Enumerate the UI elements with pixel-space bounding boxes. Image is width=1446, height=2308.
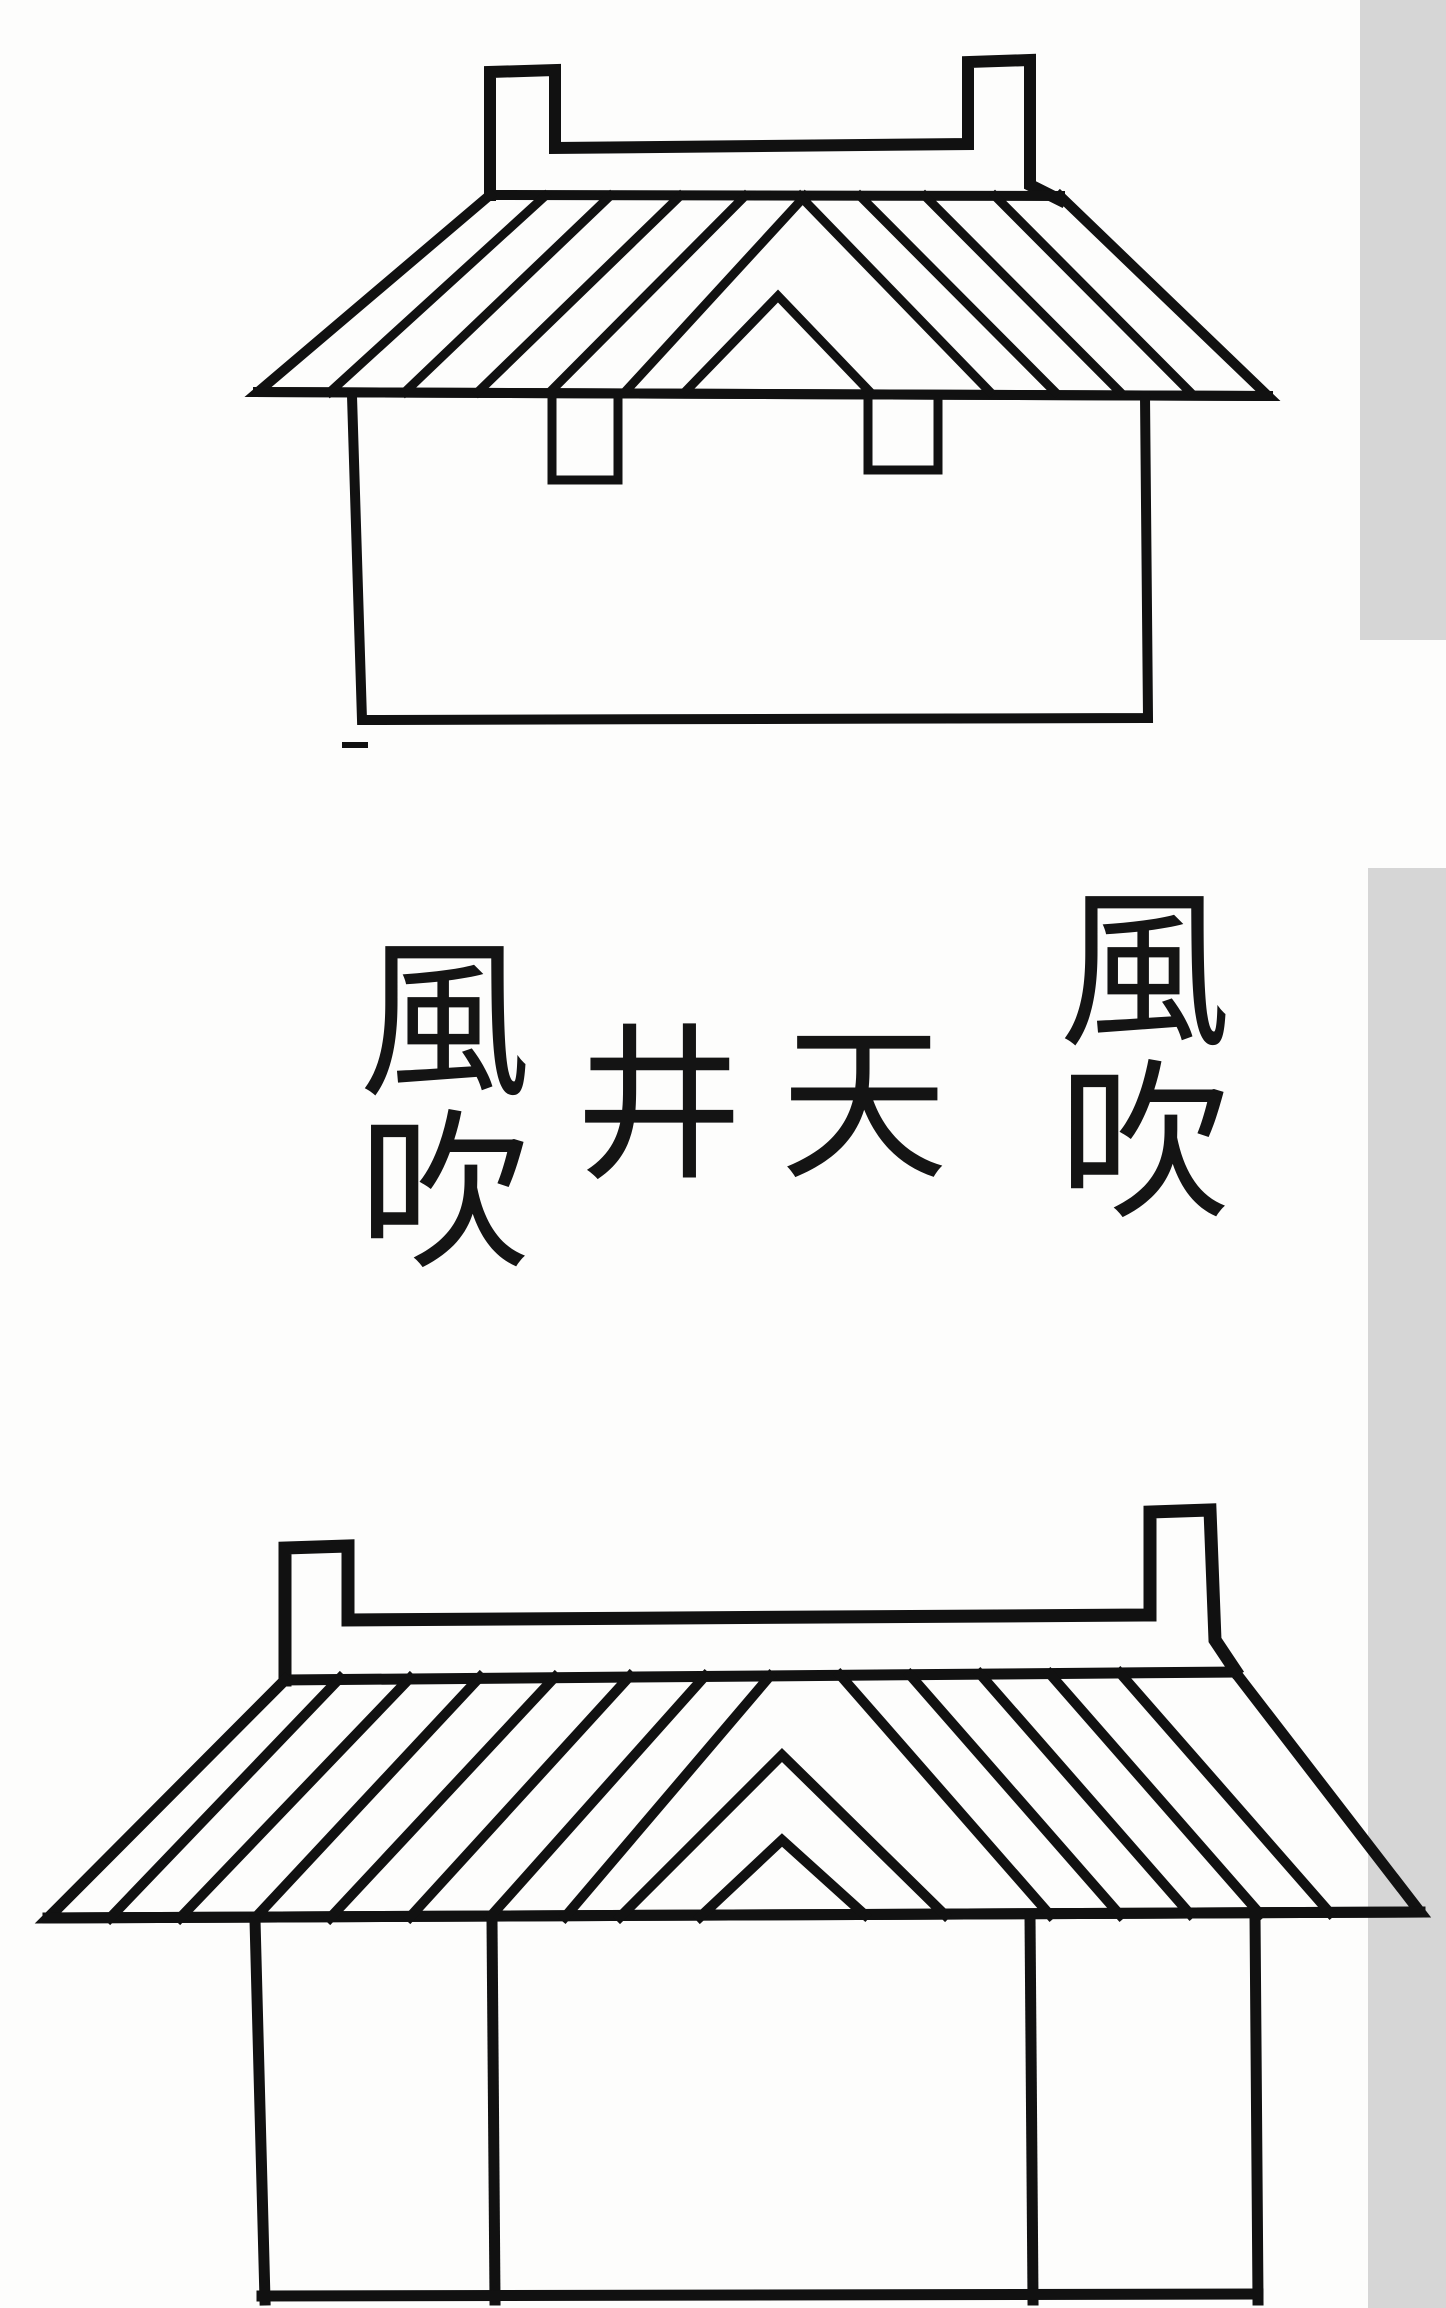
top-house-roof-outline xyxy=(244,187,1281,402)
top-house-ridge-beam xyxy=(484,189,1066,202)
bottom-house-roof-hatching-right xyxy=(832,1665,1338,1923)
caption-text-3: 井 xyxy=(575,1008,743,1204)
bottom-house-ridge-beam xyxy=(279,1666,1241,1686)
caption-text-2: 天 xyxy=(780,1008,948,1204)
top-house-roof-hatching-right xyxy=(793,189,1197,399)
page-margin-strip-top xyxy=(1360,0,1446,640)
bottom-house-gable-inner xyxy=(692,1833,873,1925)
top-house-bracket-right xyxy=(863,391,943,475)
top-house-roof-hatching-left xyxy=(323,189,812,399)
bottom-house-post-right xyxy=(1024,1910,1039,2306)
bottom-house-roof-hatching-left xyxy=(102,1668,778,1926)
page-margin-strip-bottom xyxy=(1368,868,1446,2308)
top-house-bracket-left xyxy=(547,391,623,485)
caption-text-4: 風吹 xyxy=(328,930,530,1274)
top-house xyxy=(244,53,1281,748)
caption-column-1: 風吹 xyxy=(1028,880,1230,1224)
bottom-house-post-left xyxy=(486,1914,501,2306)
bottom-house-gable-outer xyxy=(612,1747,953,1925)
caption-column-3: 井 xyxy=(575,1008,743,1204)
top-house-walls xyxy=(346,390,1154,726)
bottom-house-ridge-wall xyxy=(278,1503,1245,1687)
bottom-house xyxy=(34,1503,1432,2306)
caption-column-2: 天 xyxy=(780,1008,948,1204)
bottom-house-walls xyxy=(249,1908,1264,2306)
top-house-ridge-wall xyxy=(484,53,1069,209)
caption-text-1: 風吹 xyxy=(1028,880,1230,1224)
bottom-house-base xyxy=(256,2288,1264,2302)
caption-column-4: 風吹 xyxy=(328,930,530,1274)
top-house-eave xyxy=(252,386,1274,402)
top-house-gable xyxy=(678,289,877,399)
